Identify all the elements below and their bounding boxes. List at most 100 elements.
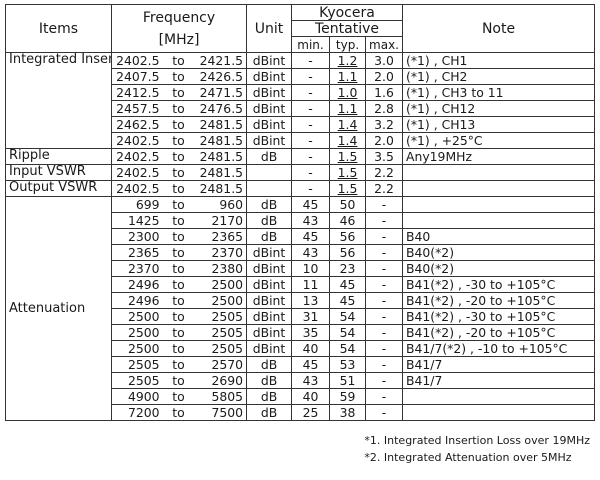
- freq-to-cell: 2370: [194, 244, 248, 261]
- freq-to-word: to: [162, 244, 195, 261]
- min-cell: 31: [291, 308, 331, 325]
- typ-cell: 1.5: [329, 180, 367, 197]
- min-cell: -: [291, 52, 331, 69]
- freq-to-word: to: [162, 356, 195, 373]
- note-cell: [402, 180, 596, 197]
- freq-to-word: to: [162, 116, 195, 133]
- unit-cell: [246, 164, 293, 181]
- note-cell: B41/7(*2) , -10 to +105°C: [402, 340, 596, 357]
- min-cell: -: [291, 148, 331, 165]
- typ-cell: 1.0: [329, 84, 367, 101]
- freq-to-word: to: [162, 148, 195, 165]
- footnote-2: *2. Integrated Attenuation over 5MHz: [364, 451, 572, 464]
- min-cell: 45: [291, 196, 331, 213]
- max-cell: 2.2: [365, 164, 404, 181]
- freq-to-cell: 2505: [194, 308, 248, 325]
- min-cell: 43: [291, 372, 331, 389]
- freq-to-cell: 2690: [194, 372, 248, 389]
- typ-value: 1.4: [337, 132, 358, 148]
- freq-to-cell: 2481.5: [194, 148, 248, 165]
- note-cell: B41(*2) , -30 to +105°C: [402, 276, 596, 293]
- max-cell: 2.8: [365, 100, 404, 117]
- freq-to-cell: 2481.5: [194, 180, 248, 197]
- freq-to-word: to: [162, 340, 195, 357]
- unit-cell: dBint: [246, 84, 293, 101]
- unit-cell: dB: [246, 356, 293, 373]
- note-cell: [402, 196, 596, 213]
- typ-cell: 23: [329, 260, 367, 277]
- footnotes: *1. Integrated Insertion Loss over 19MHz…: [364, 432, 590, 466]
- freq-to-cell: 2481.5: [194, 116, 248, 133]
- unit-cell: dB: [246, 372, 293, 389]
- typ-cell: 46: [329, 212, 367, 229]
- unit-cell: dBint: [246, 324, 293, 341]
- freq-from-cell: 2496: [111, 276, 163, 293]
- min-cell: -: [291, 164, 331, 181]
- unit-cell: dB: [246, 212, 293, 229]
- freq-to-word: to: [162, 212, 195, 229]
- freq-to-cell: 7500: [194, 404, 248, 421]
- header-items: Items: [5, 4, 112, 53]
- typ-value: 1.5: [337, 148, 358, 164]
- freq-to-word: to: [162, 52, 195, 69]
- min-cell: -: [291, 68, 331, 85]
- max-cell: 3.0: [365, 52, 404, 69]
- freq-to-word: to: [162, 132, 195, 149]
- item-label: Ripple: [5, 148, 112, 165]
- min-cell: 40: [291, 388, 331, 405]
- typ-value: 1.5: [337, 180, 358, 196]
- max-cell: -: [365, 324, 404, 341]
- freq-from-cell: 2407.5: [111, 68, 163, 85]
- typ-cell: 54: [329, 324, 367, 341]
- freq-to-cell: 5805: [194, 388, 248, 405]
- freq-to-word: to: [162, 388, 195, 405]
- freq-from-cell: 2402.5: [111, 148, 163, 165]
- item-label: Attenuation: [5, 196, 112, 421]
- note-cell: (*1) , CH1: [402, 52, 596, 69]
- header-typ: typ.: [329, 36, 367, 53]
- freq-to-word: to: [162, 292, 195, 309]
- header-note: Note: [402, 4, 596, 53]
- typ-cell: 50: [329, 196, 367, 213]
- note-cell: (*1) , CH12: [402, 100, 596, 117]
- item-label: Integrated Insertion Loss: [5, 52, 112, 149]
- note-cell: B41(*2) , -20 to +105°C: [402, 324, 596, 341]
- freq-to-cell: 2481.5: [194, 132, 248, 149]
- unit-cell: dBint: [246, 52, 293, 69]
- note-cell: B40(*2): [402, 260, 596, 277]
- typ-value: 1.2: [337, 52, 358, 68]
- note-cell: (*1) , +25°C: [402, 132, 596, 149]
- typ-cell: 45: [329, 276, 367, 293]
- freq-to-word: to: [162, 404, 195, 421]
- min-cell: -: [291, 116, 331, 133]
- freq-to-cell: 2481.5: [194, 164, 248, 181]
- unit-cell: dBint: [246, 100, 293, 117]
- max-cell: 2.2: [365, 180, 404, 197]
- typ-cell: 38: [329, 404, 367, 421]
- max-cell: -: [365, 372, 404, 389]
- max-cell: -: [365, 196, 404, 213]
- freq-to-cell: 2170: [194, 212, 248, 229]
- note-cell: B41(*2) , -20 to +105°C: [402, 292, 596, 309]
- max-cell: -: [365, 340, 404, 357]
- freq-to-cell: 2505: [194, 324, 248, 341]
- min-cell: 45: [291, 228, 331, 245]
- freq-to-cell: 2471.5: [194, 84, 248, 101]
- unit-cell: [246, 180, 293, 197]
- min-cell: -: [291, 132, 331, 149]
- spec-table: Items Frequency [MHz] Unit Kyocera Note …: [5, 4, 596, 421]
- unit-cell: dBint: [246, 308, 293, 325]
